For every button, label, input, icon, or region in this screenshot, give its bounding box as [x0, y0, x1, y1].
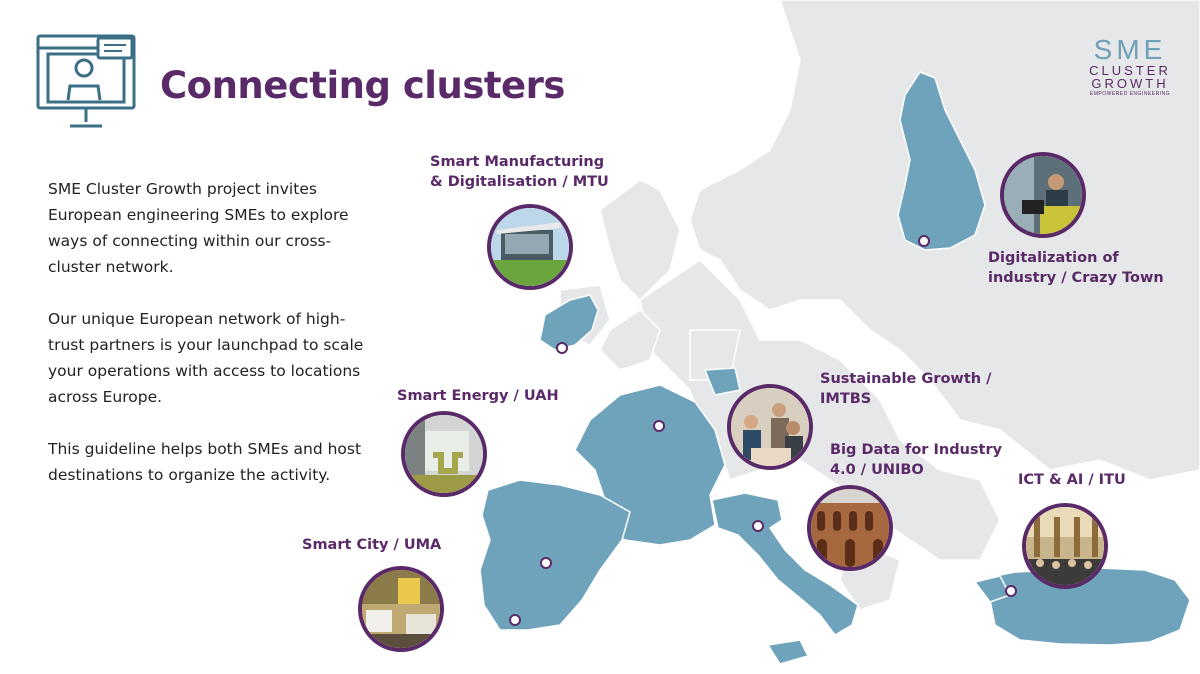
cluster-label-line: Smart City / UMA — [302, 537, 442, 553]
logo-line1: SME — [1093, 34, 1167, 65]
map-pin — [1005, 585, 1017, 597]
intro-text: SME Cluster Growth project invites Europ… — [48, 176, 378, 514]
map-pin — [540, 557, 552, 569]
map-pin — [509, 614, 521, 626]
map-pin — [653, 420, 665, 432]
finland-shape — [897, 71, 986, 251]
cluster-label-line: IMTBS — [820, 391, 872, 407]
italy-shape — [711, 492, 859, 636]
map-pin — [918, 235, 930, 247]
lounge-photo — [358, 566, 444, 652]
cluster-label-mtu: Smart Manufacturing & Digitalisation / M… — [430, 152, 609, 192]
presenter-icon — [36, 34, 136, 128]
intro-paragraph: This guideline helps both SMEs and host … — [48, 440, 362, 484]
cluster-label-itu: ICT & AI / ITU — [1018, 470, 1126, 490]
cluster-label-crazy-town: Digitalization of industry / Crazy Town — [988, 248, 1164, 288]
cluster-label-line: ICT & AI / ITU — [1018, 472, 1126, 488]
iberia-shape — [479, 479, 631, 631]
cluster-label-line: Sustainable Growth / — [820, 371, 992, 387]
cluster-label-line: Smart Manufacturing — [430, 154, 605, 170]
cluster-label-line: 4.0 / UNIBO — [830, 462, 924, 478]
cluster-label-imtbs: Sustainable Growth / IMTBS — [820, 369, 991, 409]
ireland-shape — [539, 294, 599, 351]
campus-photo — [401, 411, 487, 497]
cluster-label-line: Digitalization of — [988, 250, 1119, 266]
sicily-shape — [766, 639, 810, 665]
cluster-label-uah: Smart Energy / UAH — [397, 386, 559, 406]
intro-paragraph: Our unique European network of high-trus… — [48, 310, 364, 406]
partner-countries — [479, 71, 1191, 665]
cluster-label-line: Smart Energy / UAH — [397, 388, 559, 404]
students-photo — [727, 384, 813, 470]
map-pin — [752, 520, 764, 532]
logo-line2: CLUSTER — [1089, 63, 1171, 78]
channel-shape — [703, 367, 741, 396]
brand-logo: SME CLUSTER GROWTH EMPOWERED ENGINEERING — [1088, 36, 1172, 97]
hall-photo — [1022, 503, 1108, 589]
logo-line3: GROWTH — [1091, 76, 1169, 91]
cluster-label-line: & Digitalisation / MTU — [430, 174, 609, 190]
logo-tagline: EMPOWERED ENGINEERING — [1089, 91, 1171, 97]
page-title: Connecting clusters — [160, 64, 565, 107]
office-photo — [1000, 152, 1086, 238]
cluster-label-unibo: Big Data for Industry 4.0 / UNIBO — [830, 440, 1002, 480]
courtyard-photo — [807, 485, 893, 571]
intro-paragraph: SME Cluster Growth project invites Europ… — [48, 180, 349, 276]
building-photo — [487, 204, 573, 290]
cluster-label-line: industry / Crazy Town — [988, 270, 1164, 286]
map-pin — [556, 342, 568, 354]
cluster-label-uma: Smart City / UMA — [302, 535, 441, 555]
cluster-label-line: Big Data for Industry — [830, 442, 1003, 458]
